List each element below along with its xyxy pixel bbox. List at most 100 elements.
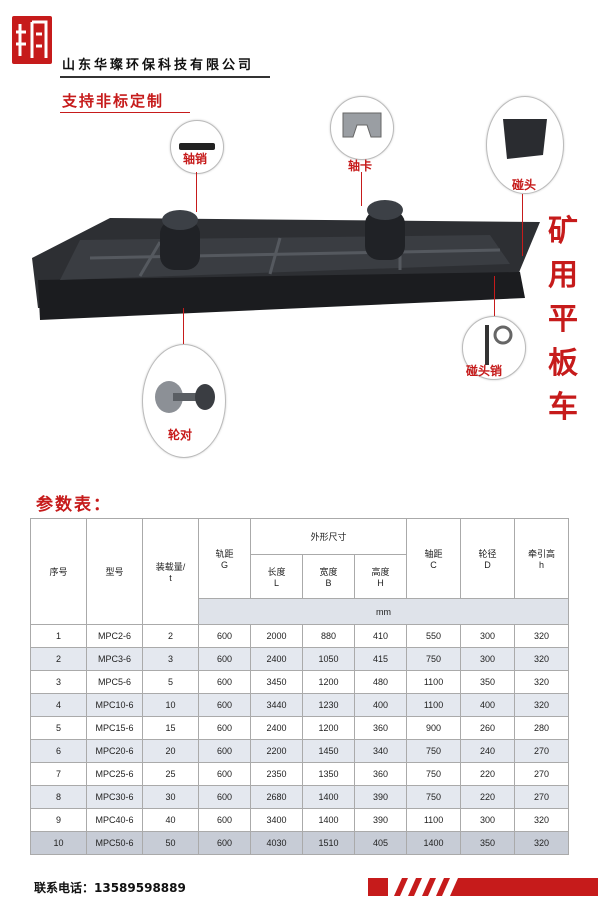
col-load: 装载量/t: [142, 518, 199, 625]
table-cell: 1450: [302, 739, 355, 763]
table-cell: 340: [353, 739, 408, 763]
table-cell: 750: [406, 785, 462, 809]
table-cell: 1200: [302, 670, 355, 694]
table-cell: 750: [406, 647, 462, 671]
table-cell: 270: [514, 785, 570, 809]
col-width-label: 宽度: [319, 567, 338, 577]
product-title-char: 车: [548, 390, 578, 425]
table-cell: 1100: [406, 670, 462, 694]
table-cell: 4: [30, 693, 87, 717]
table-cell: 3450: [250, 670, 303, 694]
table-cell: 600: [198, 624, 251, 648]
table-cell: 3440: [250, 693, 303, 717]
table-cell: 320: [514, 808, 570, 832]
bumper-pin-label: 碰头销: [466, 364, 503, 378]
bumper-head-icon: [503, 119, 547, 159]
axle-pin-leader: [196, 172, 197, 212]
table-cell: 2: [142, 624, 199, 648]
col-wheelbase-label: 轴距: [424, 549, 443, 559]
table-cell: 4030: [250, 831, 303, 855]
custom-slogan: 支持非标定制: [62, 92, 165, 110]
table-cell: 220: [460, 762, 516, 786]
table-cell: 240: [460, 739, 516, 763]
col-height-label: 高度: [371, 567, 390, 577]
table-cell: 390: [353, 785, 408, 809]
axle-pin-label: 轴销: [183, 152, 208, 166]
table-cell: 260: [460, 716, 516, 740]
table-cell: 405: [353, 831, 408, 855]
table-cell: 600: [198, 785, 251, 809]
product-title-char: 板: [548, 346, 578, 381]
axle-pin-icon: [179, 143, 215, 150]
table-cell: 600: [198, 647, 251, 671]
table-cell: 2200: [250, 739, 303, 763]
table-cell: 2000: [250, 624, 303, 648]
table-cell: 300: [460, 647, 516, 671]
wheelset-label: 轮对: [168, 428, 193, 442]
table-cell: 350: [460, 670, 516, 694]
table-cell: 3400: [250, 808, 303, 832]
table-cell: 1: [30, 624, 87, 648]
product-title: 矿 用 平 板 车: [538, 210, 588, 430]
table-cell: 1400: [302, 808, 355, 832]
table-cell: 5: [30, 716, 87, 740]
col-length-label: 长度: [267, 567, 286, 577]
decorative-stripes: [368, 878, 598, 896]
table-cell: 1230: [302, 693, 355, 717]
table-cell: 10: [142, 693, 199, 717]
bumper-pin-leader: [494, 276, 495, 316]
bumper-head-label: 碰头: [512, 178, 537, 192]
table-cell: 600: [198, 808, 251, 832]
col-coupler-label: 牵引高: [528, 549, 556, 559]
table-cell: 350: [460, 831, 516, 855]
table-cell: 320: [514, 693, 570, 717]
table-cell: 2400: [250, 647, 303, 671]
wheelset-icon: [155, 381, 215, 413]
flat-car-image: [32, 200, 540, 320]
table-cell: 30: [142, 785, 199, 809]
table-cell: 2: [30, 647, 87, 671]
table-cell: 600: [198, 693, 251, 717]
col-gauge-label: 轨距: [215, 549, 234, 559]
product-title-char: 平: [548, 302, 578, 337]
bumper-pin-icon: [485, 325, 513, 365]
table-cell: 3: [142, 647, 199, 671]
company-name: 山东华璨环保科技有限公司: [62, 58, 255, 73]
table-cell: 10: [30, 831, 87, 855]
table-cell: MPC40-6: [86, 808, 143, 832]
table-cell: 1100: [406, 693, 462, 717]
table-cell: 320: [514, 670, 570, 694]
table-cell: 550: [406, 624, 462, 648]
table-cell: MPC30-6: [86, 785, 143, 809]
table-cell: 750: [406, 762, 462, 786]
col-coupler-sym: h: [539, 560, 545, 570]
axle-clamp-circle: [330, 96, 394, 160]
table-cell: 9: [30, 808, 87, 832]
table-cell: 6: [30, 739, 87, 763]
col-width-sym: B: [325, 578, 332, 588]
table-cell: 5: [142, 670, 199, 694]
axle-clamp-leader: [361, 172, 362, 206]
bumper-head-leader: [522, 194, 523, 256]
col-wheel-dia-label: 轮径: [478, 549, 497, 559]
table-cell: MPC2-6: [86, 624, 143, 648]
table-cell: 600: [198, 670, 251, 694]
col-dims: 外形尺寸: [249, 518, 408, 555]
table-cell: 1350: [302, 762, 355, 786]
table-cell: 300: [460, 624, 516, 648]
table-cell: 320: [514, 647, 570, 671]
contact-phone: 联系电话：13589598889: [34, 881, 186, 895]
table-cell: 360: [353, 716, 408, 740]
axle-clamp-label: 轴卡: [348, 159, 373, 173]
table-cell: 25: [142, 762, 199, 786]
